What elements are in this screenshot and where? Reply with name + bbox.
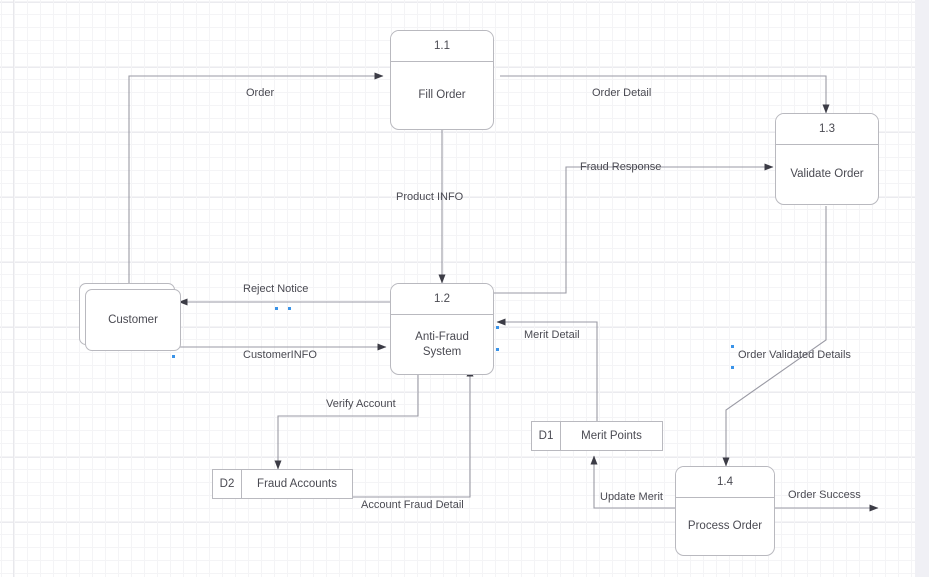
flow-label-fraud-response[interactable]: Fraud Response bbox=[580, 161, 662, 173]
flow-label-account-fraud-detail[interactable]: Account Fraud Detail bbox=[361, 499, 464, 511]
process-node-1-2[interactable]: 1.2 Anti-Fraud System bbox=[390, 283, 494, 375]
process-name: Validate Order bbox=[790, 168, 864, 180]
process-node-1-4[interactable]: 1.4 Process Order bbox=[675, 466, 775, 556]
process-name: Fill Order bbox=[418, 89, 466, 101]
data-store-name: Fraud Accounts bbox=[257, 478, 337, 490]
flow-label-reject-notice[interactable]: Reject Notice bbox=[243, 283, 309, 295]
data-store-key: D1 bbox=[532, 422, 561, 450]
data-store-d2[interactable]: D2 Fraud Accounts bbox=[212, 469, 353, 499]
selection-handle[interactable] bbox=[496, 326, 499, 329]
flow-label-product-info[interactable]: Product INFO bbox=[396, 191, 464, 203]
flow-label-order-detail[interactable]: Order Detail bbox=[592, 87, 652, 99]
flow-label-merit-detail[interactable]: Merit Detail bbox=[524, 329, 580, 341]
flow-label-verify-account[interactable]: Verify Account bbox=[326, 398, 396, 410]
external-entity-customer[interactable]: Customer bbox=[79, 283, 187, 357]
selection-handle[interactable] bbox=[288, 307, 291, 310]
data-store-key: D2 bbox=[213, 470, 242, 498]
selection-handle[interactable] bbox=[275, 307, 278, 310]
canvas-left-rule bbox=[13, 0, 14, 577]
selection-handle[interactable] bbox=[731, 345, 734, 348]
flow-label-order-validated-details[interactable]: Order Validated Details bbox=[738, 349, 851, 361]
selection-handle[interactable] bbox=[731, 366, 734, 369]
flow-label-customer-info[interactable]: CustomerINFO bbox=[243, 349, 317, 361]
process-number: 1.1 bbox=[391, 31, 493, 62]
entity-label: Customer bbox=[85, 289, 181, 351]
right-side-panel[interactable] bbox=[915, 0, 929, 577]
selection-handle[interactable] bbox=[496, 348, 499, 351]
flow-label-update-merit[interactable]: Update Merit bbox=[600, 491, 663, 503]
process-number: 1.3 bbox=[776, 114, 878, 145]
process-name: Process Order bbox=[687, 520, 763, 532]
data-store-d1[interactable]: D1 Merit Points bbox=[531, 421, 663, 451]
flow-label-order-success[interactable]: Order Success bbox=[788, 489, 861, 501]
flow-label-order[interactable]: Order bbox=[246, 87, 275, 99]
process-node-1-3[interactable]: 1.3 Validate Order bbox=[775, 113, 879, 205]
data-store-name: Merit Points bbox=[581, 430, 642, 442]
process-node-1-1[interactable]: 1.1 Fill Order bbox=[390, 30, 494, 130]
process-number: 1.4 bbox=[676, 467, 774, 498]
selection-handle[interactable] bbox=[172, 355, 175, 358]
process-number: 1.2 bbox=[391, 284, 493, 315]
process-name: Anti-Fraud System bbox=[415, 330, 469, 358]
